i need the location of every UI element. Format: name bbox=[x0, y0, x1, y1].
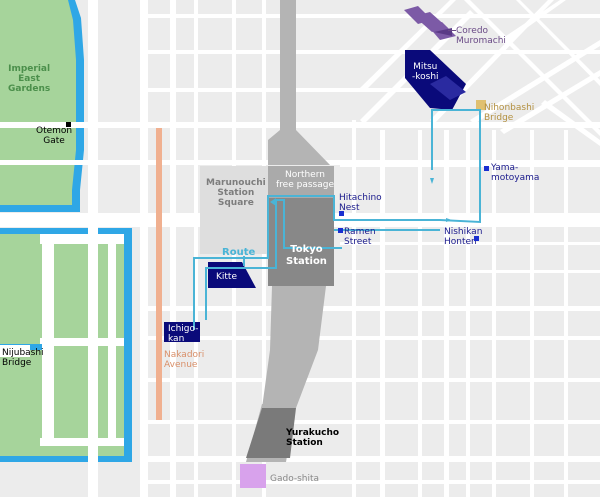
imperial-east-gardens-label: Imperial East Gardens bbox=[8, 64, 51, 94]
ramen-street-marker-icon[interactable] bbox=[338, 228, 343, 233]
kitte-label: Kitte bbox=[216, 272, 237, 282]
route-arrow-icon bbox=[270, 178, 452, 222]
gado-shita-area bbox=[240, 464, 266, 488]
nishikan-honten-label: Nishikan Honten bbox=[444, 227, 483, 247]
ichigokan-label: Ichigo- kan bbox=[168, 324, 199, 344]
yurakucho-station-label: Yurakucho Station bbox=[286, 428, 340, 448]
nakadori-avenue bbox=[156, 128, 162, 420]
hitachino-nest-label: Hitachino Nest bbox=[339, 193, 382, 213]
nihonbashi-bridge bbox=[476, 100, 486, 110]
tokyo-station-building bbox=[268, 198, 334, 286]
yurakucho-station-building bbox=[246, 408, 296, 458]
marunouchi-station-square-label: Marunouchi Station Square bbox=[206, 178, 266, 208]
yamamotoyama-marker-icon[interactable] bbox=[484, 166, 489, 171]
northern-free-passage-label: Northern free passage bbox=[276, 170, 334, 190]
nishikan-honten-marker-icon[interactable] bbox=[474, 236, 479, 241]
route-label: Route bbox=[222, 247, 256, 258]
otemon-gate-label: Otemon Gate bbox=[36, 126, 73, 146]
tokyo-station-label: Tokyo Station bbox=[286, 244, 327, 267]
yamamotoyama-label: Yama- motoyama bbox=[491, 163, 540, 183]
ramen-street-label: Ramen Street bbox=[344, 227, 376, 247]
nakadori-avenue-label: Nakadori Avenue bbox=[164, 350, 205, 370]
nihonbashi-bridge-label: Nihonbashi Bridge bbox=[484, 103, 535, 123]
imperial-grounds bbox=[0, 0, 132, 462]
nijubashi-bridge-label: Nijubashi Bridge bbox=[2, 348, 44, 368]
mitsukoshi-label: Mitsu -koshi bbox=[412, 62, 439, 82]
otemon-gate-marker bbox=[66, 122, 71, 127]
northern-free-passage bbox=[268, 166, 334, 198]
station-square-plaza bbox=[200, 166, 268, 254]
coredo-muromachi-label: Coredo Muromachi bbox=[456, 26, 506, 46]
hitachino-nest-marker-icon[interactable] bbox=[339, 211, 344, 216]
ichigokan-building bbox=[164, 322, 200, 342]
coredo-leader-line bbox=[448, 30, 456, 31]
park-east-gardens bbox=[0, 0, 76, 205]
gado-shita-label: Gado-shita bbox=[270, 474, 320, 484]
